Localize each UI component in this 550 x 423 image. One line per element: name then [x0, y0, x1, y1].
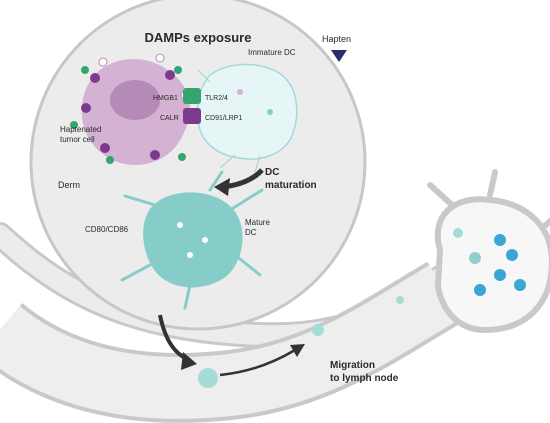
migration-label-1: Migration: [330, 360, 375, 371]
migration-arrow-down-head: [181, 352, 197, 370]
node-dc: [469, 252, 481, 264]
lymph-node: [427, 169, 550, 334]
migrating-dc-tiny: [396, 296, 404, 304]
tlr-label: TLR2/4: [205, 95, 228, 102]
hmgb1-molecule: [81, 66, 89, 74]
tumor-label-1: Haptenated: [60, 125, 101, 134]
node-t-cell: [474, 284, 486, 296]
hmgb1-molecule: [70, 121, 78, 129]
node-t-cell: [514, 279, 526, 291]
maturation-arrow-head: [214, 178, 230, 196]
node-dc-small: [453, 228, 463, 238]
calr-label: CALR: [160, 115, 179, 122]
hapten-label: Hapten: [322, 34, 351, 44]
immature-dc-label: Immature DC: [248, 48, 296, 57]
tumor-label-2: tumor cell: [60, 135, 95, 144]
immature-dc: [197, 63, 298, 173]
migrating-dc: [198, 368, 218, 388]
dc-maturation-label-2: maturation: [265, 180, 317, 191]
nucleus: [110, 80, 160, 120]
hmgb1-molecule: [106, 156, 114, 164]
dc-maturation-label-1: DC: [265, 167, 279, 178]
mature-dc-label-1: Mature: [245, 218, 270, 227]
lymph-vessel: [0, 222, 463, 423]
migration-label-2: to lymph node: [330, 373, 399, 384]
node-t-cell: [506, 249, 518, 261]
hmgb1-molecule: [178, 153, 186, 161]
cd80-label: CD80/CD86: [85, 225, 129, 234]
hapten-icon: [331, 50, 347, 62]
node-t-cell: [494, 269, 506, 281]
cd91-label: CD91/LRP1: [205, 115, 242, 122]
tlr-receptor: [183, 88, 201, 104]
migration-arrow-right: [219, 348, 296, 377]
migration-arrow-right-head: [290, 344, 305, 357]
hmgb1-molecule: [174, 66, 182, 74]
derm-label: Derm: [58, 180, 80, 190]
title: DAMPs exposure: [145, 30, 252, 45]
mature-dc-label-2: DC: [245, 228, 257, 237]
migrating-dc-small: [312, 324, 324, 336]
cd91-receptor: [183, 108, 201, 124]
hmgb1-label: HMGB1: [153, 95, 178, 102]
mature-dc: [120, 170, 264, 310]
tumor-cell: [81, 53, 190, 165]
node-t-cell: [494, 234, 506, 246]
